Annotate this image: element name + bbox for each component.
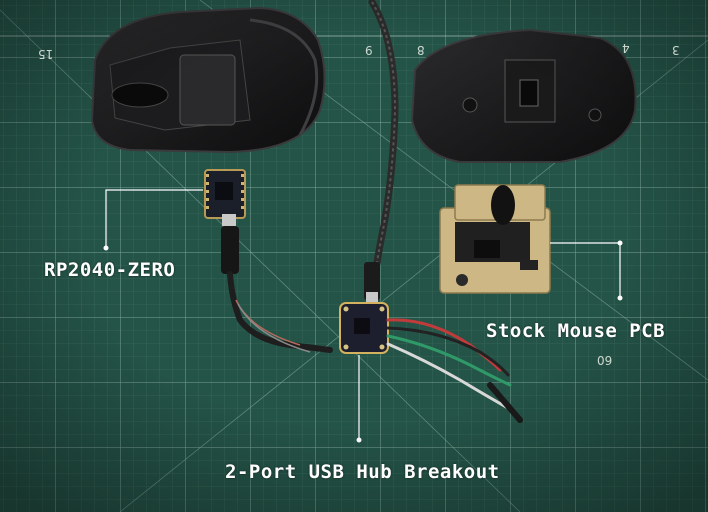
ruler-mark-8: 8 — [417, 43, 425, 57]
rp2040-label: RP2040-ZERO — [44, 259, 176, 281]
ruler-mark-4: 4 — [622, 41, 630, 55]
ruler-mark-15: 15 — [38, 47, 54, 61]
usb-hub-label: 2-Port USB Hub Breakout — [225, 461, 500, 483]
ruler-mark-3: 3 — [672, 43, 680, 57]
ruler-mark-60: 60 — [597, 353, 613, 367]
mouse-pcb-label: Stock Mouse PCB — [486, 320, 666, 342]
ruler-mark-9: 9 — [365, 43, 373, 57]
